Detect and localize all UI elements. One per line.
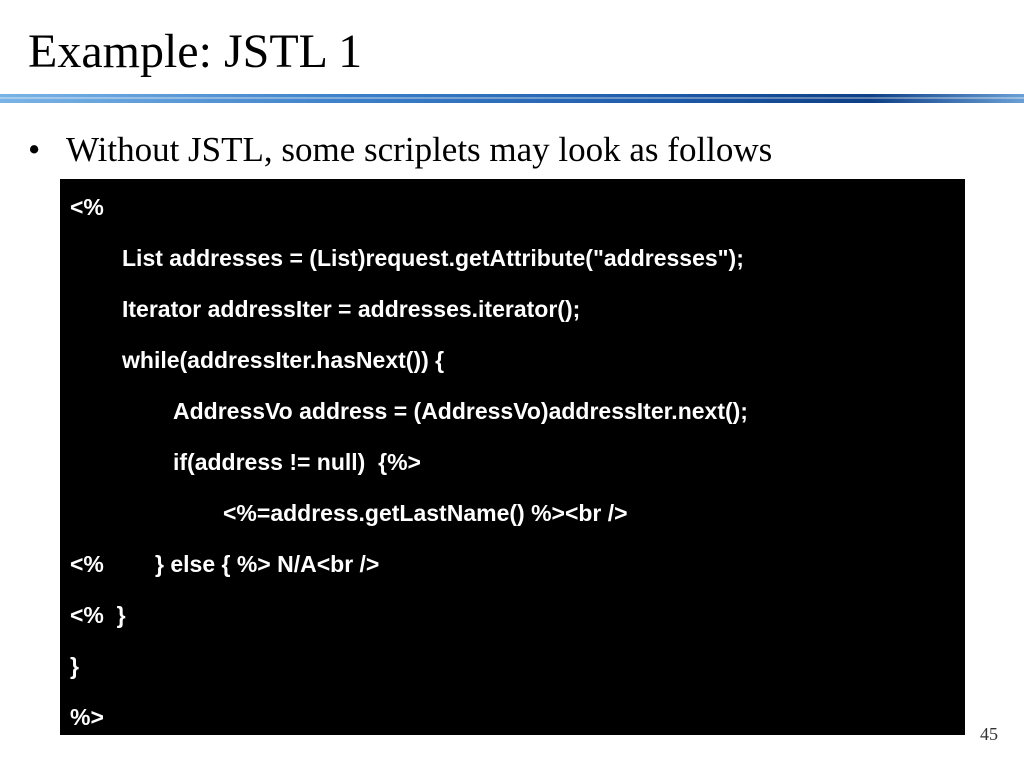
code-line: if(address != null) {%> xyxy=(173,449,421,475)
title-underline-rule xyxy=(0,94,1024,103)
code-line: <% xyxy=(70,194,104,220)
bullet-text: Without JSTL, some scriplets may look as… xyxy=(66,130,773,169)
code-line: } xyxy=(70,653,79,679)
bullet-item: • Without JSTL, some scriplets may look a… xyxy=(28,128,772,172)
code-block: <% List addresses = (List)request.getAtt… xyxy=(60,179,965,735)
code-line: Iterator addressIter = addresses.iterato… xyxy=(122,296,581,322)
code-line: <%=address.getLastName() %><br /> xyxy=(223,500,628,526)
code-line: %> xyxy=(70,704,104,730)
code-line: <% } else { %> N/A<br /> xyxy=(70,551,380,577)
slide-title: Example: JSTL 1 xyxy=(28,25,363,78)
code-line: List addresses = (List)request.getAttrib… xyxy=(122,245,744,271)
bullet-point-icon: • xyxy=(28,130,41,169)
code-line: <% } xyxy=(70,602,126,628)
code-line: AddressVo address = (AddressVo)addressIt… xyxy=(173,398,748,424)
code-line: while(addressIter.hasNext()) { xyxy=(122,347,445,373)
page-number: 45 xyxy=(980,724,998,744)
